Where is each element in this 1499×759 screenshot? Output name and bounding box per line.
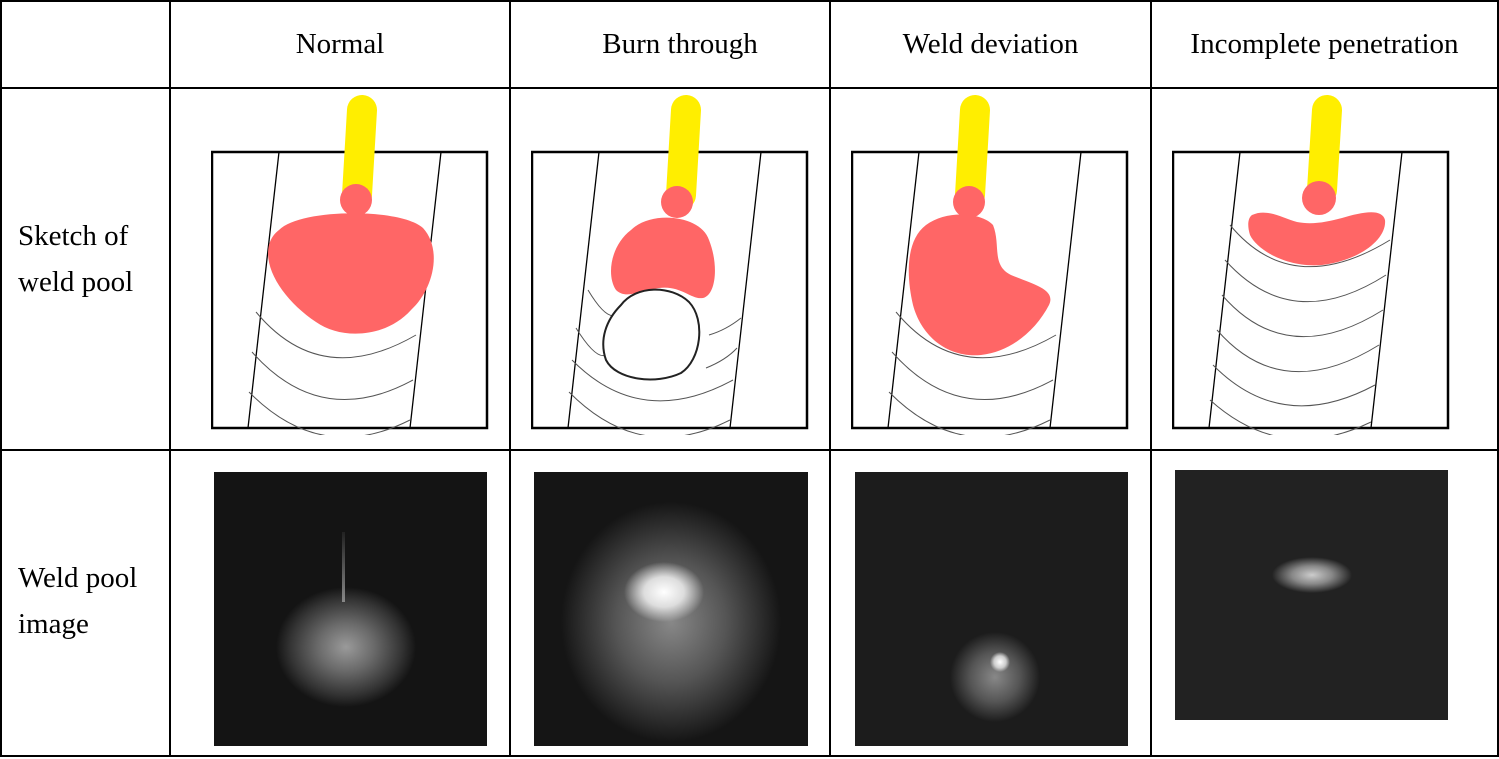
droplet: [953, 186, 985, 218]
weld-pool: [908, 214, 1051, 356]
row-label-line: weld pool: [18, 266, 134, 298]
electrode-glow: [342, 532, 345, 602]
droplet: [340, 184, 372, 216]
sketch-incomplete-penetration: [1172, 95, 1450, 435]
electrode: [666, 95, 701, 210]
sketch-normal: [211, 95, 489, 435]
electrode: [955, 95, 990, 210]
weld-pool: [1248, 212, 1386, 266]
weld-pool-image-weld-deviation: [855, 472, 1128, 746]
weld-pool: [268, 213, 434, 334]
weld-pool-image-burn-through: [534, 472, 808, 746]
weld-pool-image-normal: [214, 472, 487, 746]
row-label-line: Weld pool: [18, 562, 138, 594]
header-normal: Normal: [295, 27, 385, 60]
row-label-line: image: [18, 608, 89, 640]
row-label-line: Sketch of: [18, 220, 129, 252]
weld-pool-image-incomplete-penetration: [1175, 470, 1448, 720]
droplet: [1302, 181, 1336, 215]
weld-plate: [851, 150, 1129, 435]
electrode: [1307, 95, 1342, 205]
header-burn-through: Burn through: [602, 27, 758, 60]
row-label-sketch: Sketch of weld pool: [18, 213, 133, 305]
header-incomplete-penetration: Incomplete penetration: [1190, 27, 1459, 60]
weld-pool: [611, 217, 715, 299]
electrode: [342, 95, 377, 210]
burn-through-hole: [602, 288, 701, 381]
row-label-image: Weld pool image: [18, 555, 137, 647]
header-weld-deviation: Weld deviation: [902, 27, 1079, 60]
droplet: [661, 186, 693, 218]
sketch-weld-deviation: [851, 95, 1129, 435]
sketch-burn-through: [531, 95, 809, 435]
